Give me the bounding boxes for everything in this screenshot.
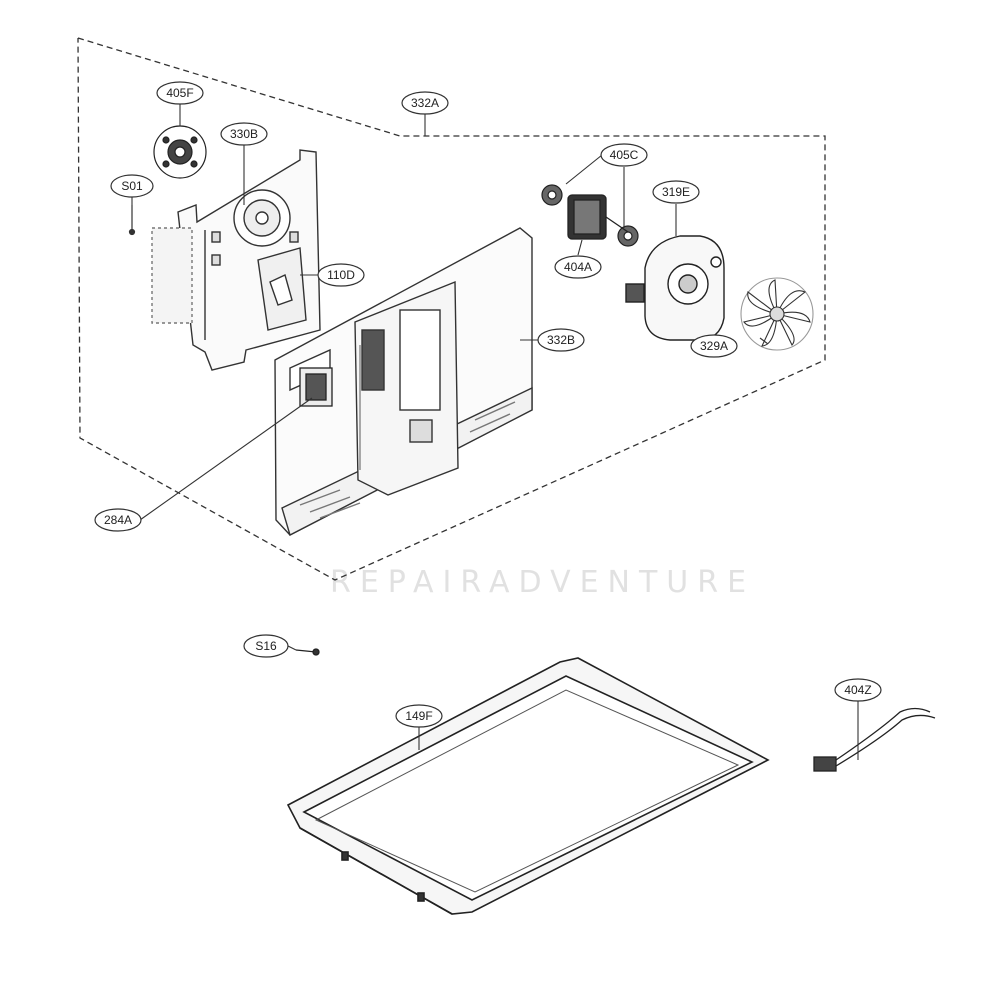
callout-label: S01 — [121, 179, 143, 193]
callout-332A: 332A — [401, 91, 449, 115]
callout-329A: 329A — [690, 334, 738, 358]
callout-label: 329A — [700, 339, 728, 353]
screw-s16-part — [295, 648, 320, 656]
callout-330B: 330B — [220, 122, 268, 146]
callout-405C: 405C — [600, 143, 648, 167]
callout-S01: S01 — [110, 174, 154, 198]
fan-bracket-part — [151, 149, 321, 371]
callout-label: 332A — [411, 96, 439, 110]
callout-label: 404Z — [844, 683, 871, 697]
callout-label: S16 — [255, 639, 277, 653]
watermark-text: REPAIRADVENTURE — [330, 565, 755, 600]
wire-harness-part — [813, 707, 936, 772]
grommet-405c-part — [541, 184, 639, 247]
callout-label: 332B — [547, 333, 575, 347]
rear-panel-part — [274, 227, 533, 537]
callout-404A: 404A — [554, 255, 602, 279]
callout-332B: 332B — [537, 328, 585, 352]
callout-label: 405C — [610, 148, 639, 162]
callout-label: 405F — [166, 86, 193, 100]
callout-label: 404A — [564, 260, 592, 274]
callout-label: 284A — [104, 513, 132, 527]
assembly-boundary — [77, 37, 826, 581]
callout-S16: S16 — [243, 634, 289, 658]
callout-110D: 110D — [317, 263, 365, 287]
sensor-part — [299, 367, 333, 407]
screw-s01-part — [128, 205, 136, 236]
callout-319E: 319E — [652, 180, 700, 204]
shelf-frame-part — [286, 657, 770, 915]
callout-405F: 405F — [156, 81, 204, 105]
fan-motor-part — [567, 194, 629, 240]
leader-lines — [131, 104, 859, 760]
callout-label: 319E — [662, 185, 690, 199]
callout-284A: 284A — [94, 508, 142, 532]
grommet-disk-part — [153, 125, 207, 179]
fan-shroud-part — [625, 235, 725, 341]
fan-blade-part — [740, 277, 814, 351]
callout-149F: 149F — [395, 704, 443, 728]
callout-label: 149F — [405, 709, 432, 723]
callout-label: 110D — [327, 268, 355, 282]
callout-label: 330B — [230, 127, 258, 141]
callout-404Z: 404Z — [834, 678, 882, 702]
